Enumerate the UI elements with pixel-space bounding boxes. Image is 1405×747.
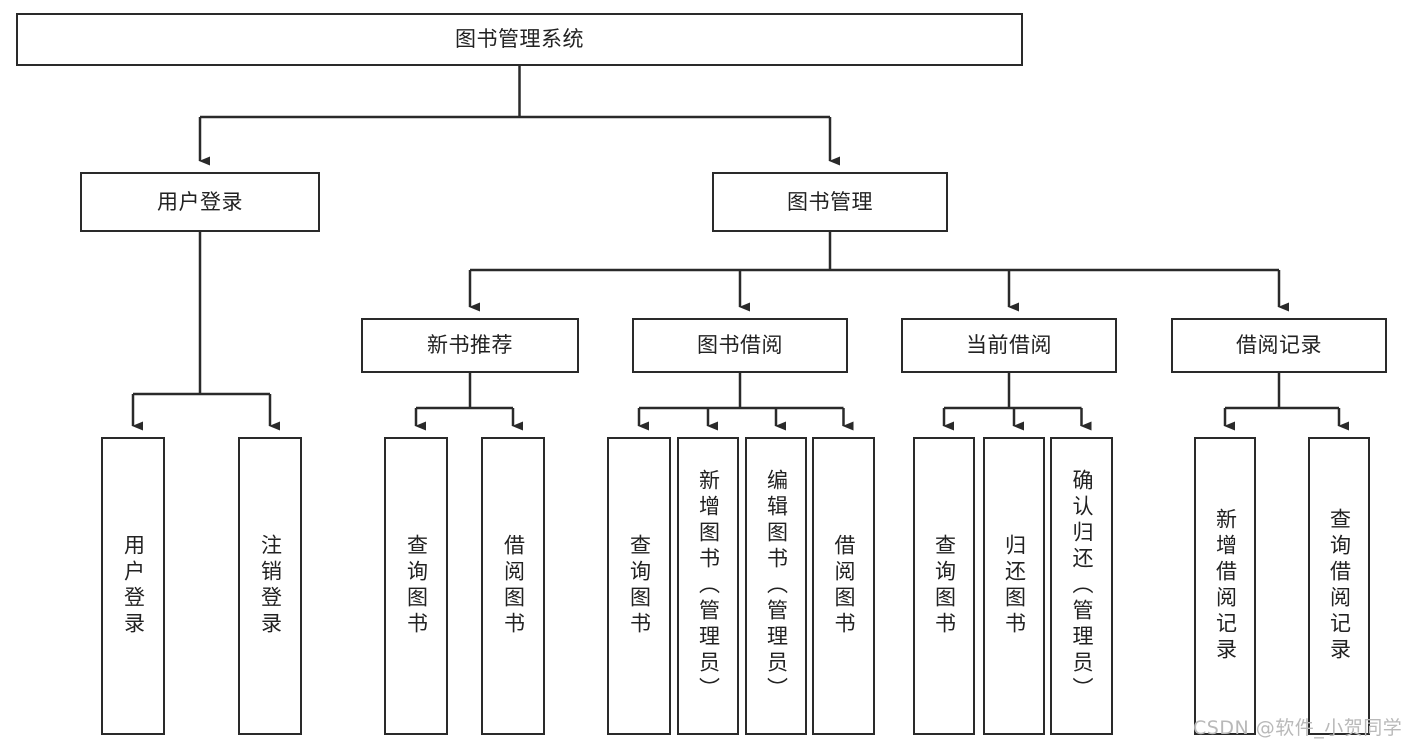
node-l-edit-book-admin[interactable]: 编辑图书（管理员） bbox=[745, 437, 807, 735]
node-label: 新书推荐 bbox=[427, 333, 513, 358]
node-l-add-book-admin[interactable]: 新增图书（管理员） bbox=[677, 437, 739, 735]
node-label: 借阅图书 bbox=[501, 534, 526, 638]
node-label: 借阅记录 bbox=[1236, 333, 1322, 358]
node-l-query-book-borrow[interactable]: 查询图书 bbox=[607, 437, 671, 735]
node-l-query-book-current[interactable]: 查询图书 bbox=[913, 437, 975, 735]
node-l-confirm-return-admin[interactable]: 确认归还（管理员） bbox=[1050, 437, 1113, 735]
watermark-text: CSDN @软件_小贺同学 bbox=[1193, 717, 1403, 739]
node-n-user-login[interactable]: 用户登录 bbox=[80, 172, 320, 232]
node-l-borrow-book-borrow[interactable]: 借阅图书 bbox=[812, 437, 875, 735]
node-label: 确认归还（管理员） bbox=[1070, 469, 1094, 703]
node-label: 图书借阅 bbox=[697, 333, 783, 358]
node-label: 当前借阅 bbox=[966, 333, 1052, 358]
node-label: 图书管理 bbox=[787, 189, 873, 214]
node-n-borrow-record[interactable]: 借阅记录 bbox=[1171, 318, 1387, 373]
node-label: 新增借阅记录 bbox=[1213, 508, 1238, 664]
node-label: 查询图书 bbox=[404, 534, 429, 638]
node-n-book-manage[interactable]: 图书管理 bbox=[712, 172, 948, 232]
node-label: 查询图书 bbox=[627, 534, 652, 638]
node-n-book-borrow[interactable]: 图书借阅 bbox=[632, 318, 848, 373]
node-l-query-borrow-record[interactable]: 查询借阅记录 bbox=[1308, 437, 1370, 735]
node-label: 用户登录 bbox=[121, 534, 146, 638]
node-label: 图书管理系统 bbox=[455, 27, 584, 52]
node-label: 注销登录 bbox=[258, 534, 283, 638]
node-l-query-book-rec[interactable]: 查询图书 bbox=[384, 437, 448, 735]
node-label: 新增图书（管理员） bbox=[696, 469, 721, 703]
node-n-current-borrow[interactable]: 当前借阅 bbox=[901, 318, 1117, 373]
node-l-user-logout[interactable]: 注销登录 bbox=[238, 437, 302, 735]
node-l-add-borrow-record[interactable]: 新增借阅记录 bbox=[1194, 437, 1256, 735]
node-label: 归还图书 bbox=[1002, 534, 1027, 638]
node-label: 借阅图书 bbox=[832, 534, 856, 638]
node-label: 用户登录 bbox=[157, 189, 243, 214]
node-l-user-login[interactable]: 用户登录 bbox=[101, 437, 165, 735]
node-root[interactable]: 图书管理系统 bbox=[16, 13, 1023, 66]
node-label: 查询图书 bbox=[932, 534, 957, 638]
node-l-borrow-book-rec[interactable]: 借阅图书 bbox=[481, 437, 545, 735]
node-label: 查询借阅记录 bbox=[1327, 508, 1352, 664]
node-n-new-book-rec[interactable]: 新书推荐 bbox=[361, 318, 579, 373]
node-label: 编辑图书（管理员） bbox=[764, 469, 789, 703]
node-l-return-book[interactable]: 归还图书 bbox=[983, 437, 1045, 735]
